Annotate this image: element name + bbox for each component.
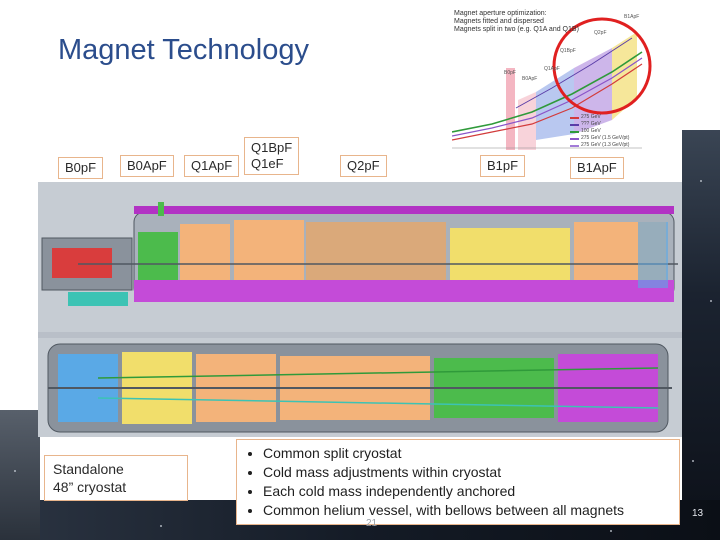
legend-entry: 100 GeV: [570, 128, 629, 135]
legend-swatch: [570, 144, 579, 147]
series-line-purple: [452, 57, 643, 137]
band-q1: [536, 68, 574, 140]
cryostat-drawing: [38, 182, 682, 437]
point-label: B0ApF: [522, 76, 538, 82]
highlight-circle: [552, 17, 652, 115]
point-label: Q1ApF: [544, 66, 560, 72]
feature-bullet-list: Common split cryostat Cold mass adjustme…: [236, 439, 680, 525]
magnet-label-q2pf: Q2pF: [340, 155, 387, 177]
band-b0pf: [506, 68, 515, 150]
magnet-label-b0pf: B0pF: [58, 157, 104, 179]
point-label: B1ApF: [624, 14, 640, 20]
callout-line: Standalone: [53, 461, 124, 477]
cryostat-section-graphic: [38, 338, 682, 437]
legend-entry: 275 GeV (1.3 GeV/pt): [570, 142, 629, 149]
background-star: [14, 470, 16, 472]
band-b0apf: [518, 92, 536, 150]
standalone-cryostat-callout: Standalone 48” cryostat: [44, 455, 188, 501]
legend-label: 100 GeV: [581, 128, 601, 134]
bullet-item: Common helium vessel, with bellows betwe…: [263, 501, 679, 520]
legend-entry: 275 GeV: [570, 114, 629, 121]
aperture-note: Magnets fitted and dispersed: [454, 18, 544, 25]
bullet-item: Common split cryostat: [263, 444, 679, 463]
legend-swatch: [570, 123, 579, 126]
legend-entry: ??? GeV: [570, 121, 629, 128]
legend-swatch: [570, 137, 579, 140]
magnet-label-b1pf: B1pF: [480, 155, 526, 177]
page-number: 13: [692, 508, 704, 519]
series-line-red: [452, 63, 643, 141]
background-star: [700, 180, 702, 182]
bullet-item: Each cold mass independently anchored: [263, 482, 679, 501]
cryostat-exterior-graphic: [38, 182, 682, 332]
background-star: [160, 525, 162, 527]
aperture-optimization-chart: Magnet aperture optimization: Magnets fi…: [452, 8, 652, 150]
point-label: B0pF: [504, 70, 516, 76]
bullet-item: Cold mass adjustments within cryostat: [263, 463, 679, 482]
background-star: [710, 300, 712, 302]
aperture-note: Magnets split in two (e.g. Q1A and Q1B): [454, 26, 579, 33]
slide-number: 21: [366, 518, 378, 529]
aperture-chart-graphic: [452, 17, 652, 150]
background-star: [610, 530, 612, 532]
slide-title: Magnet Technology: [58, 34, 309, 66]
callout-line: 48” cryostat: [53, 479, 127, 495]
legend-swatch: [570, 130, 579, 133]
cryostat-section-view: [38, 338, 682, 437]
aperture-note: Magnet aperture optimization:: [454, 10, 547, 17]
magnet-label-b0apf: B0ApF: [120, 155, 174, 177]
series-line-green: [452, 51, 643, 133]
legend-label: 275 GeV (1.5 GeV/pt): [581, 135, 630, 141]
magnet-label-q1bpf-q1ef: Q1BpF Q1eF: [244, 137, 300, 175]
background-star: [692, 460, 694, 462]
magnet-label-q1bpf: Q1BpF: [251, 140, 293, 155]
magnet-label-q1ef: Q1eF: [251, 156, 284, 171]
legend-label: 275 GeV (1.3 GeV/pt): [581, 142, 630, 148]
aperture-notes: Magnet aperture optimization: Magnets fi…: [454, 10, 579, 34]
magnet-label-q1apf: Q1ApF: [184, 155, 240, 177]
legend-entry: 275 GeV (1.5 GeV/pt): [570, 135, 629, 142]
cryostat-exterior-view: [38, 182, 682, 332]
legend-swatch: [570, 116, 579, 119]
point-label: Q2pF: [594, 30, 607, 36]
magnet-label-b1apf: B1ApF: [570, 157, 624, 179]
series-line-dark: [515, 37, 633, 109]
background-dark-right: [682, 130, 720, 540]
background-dark-left: [0, 410, 40, 540]
legend-label: 275 GeV: [581, 114, 601, 120]
aperture-legend: 275 GeV ??? GeV 100 GeV 275 GeV (1.5 GeV…: [570, 114, 629, 149]
point-label: Q1BpF: [560, 48, 576, 54]
legend-label: ??? GeV: [581, 121, 601, 127]
